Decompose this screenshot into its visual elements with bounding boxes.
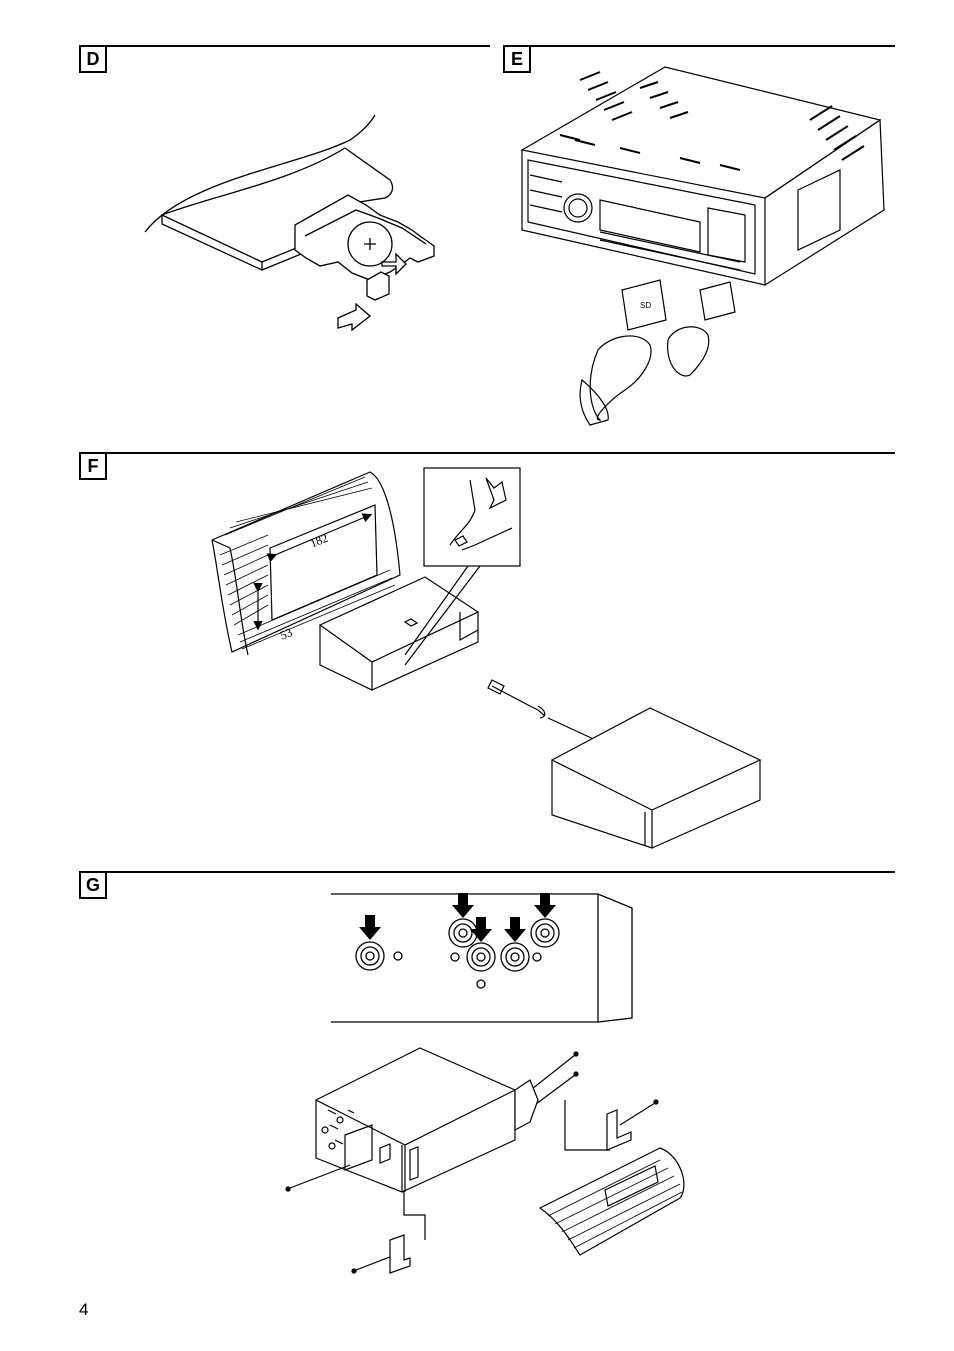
rca-jack-4 xyxy=(501,943,529,971)
rca-jack-2 xyxy=(449,919,477,947)
rca-jack-5 xyxy=(531,919,559,947)
figure-g-rear-panel xyxy=(331,893,632,1022)
figure-f-mounting-sleeve: 182 53 xyxy=(212,468,760,848)
page-number: 4 xyxy=(79,1300,88,1320)
rca-jack-3 xyxy=(467,943,495,971)
figure-g-installation xyxy=(286,1048,684,1273)
figure-e-radio-unit: SD xyxy=(522,67,884,425)
dim-height-label: 53 xyxy=(278,625,294,642)
sd-card-label: SD xyxy=(640,301,651,310)
rca-jack-1 xyxy=(356,942,384,970)
figure-d-faceplate-release xyxy=(145,115,434,330)
